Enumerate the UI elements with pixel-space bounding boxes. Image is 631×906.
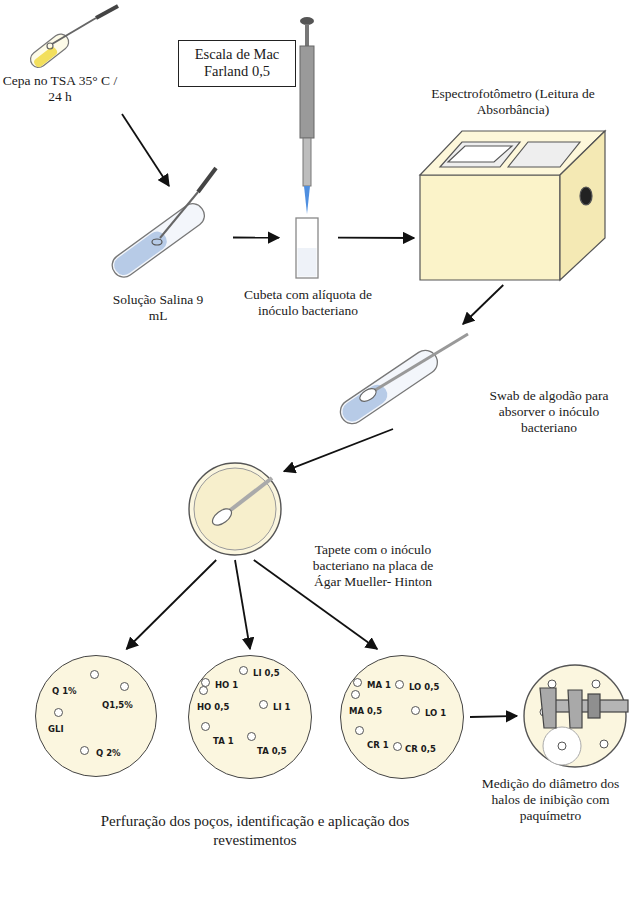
flow-arrow (470, 716, 517, 717)
petri-dish (189, 463, 281, 555)
test-plate: Q 1% Q1,5% GLI Q 2% (35, 655, 157, 777)
caliper (540, 688, 628, 728)
step-caption: Swab de algodão para absorver o inóculo … (475, 388, 623, 437)
flow-arrow (127, 560, 217, 649)
step-illustration: Cubeta com alíquota de inóculo bacterian… (285, 15, 330, 280)
flow-arrow (254, 560, 377, 649)
flow-arrow (233, 237, 279, 239)
well (90, 670, 99, 679)
step-illustration: Espectrofotômetro (Leitura de Absorbânci… (420, 130, 605, 280)
well (239, 666, 248, 675)
well-label: Q1,5% (102, 700, 133, 710)
well (199, 686, 208, 695)
test-plate: HO 1 LI 0,5 HO 0,5 LI 1 TA 1 TA 0,5 (188, 655, 312, 779)
well-label: CR 1 (367, 740, 389, 750)
well-label: LI 0,5 (253, 668, 280, 678)
well-label: TA 1 (213, 736, 234, 746)
saline-tube (108, 199, 209, 281)
step-caption: Tapete com o inóculo bacteriano na placa… (298, 542, 448, 591)
step-caption: Medição do diâmetro dos halos de inibiçã… (473, 776, 628, 825)
well-label: MA 0,5 (349, 706, 382, 716)
well-label: HO 1 (215, 680, 238, 690)
well (411, 706, 420, 715)
test-plate: MA 1 LO 0,5 MA 0,5 LO 1 CR 1 CR 0,5 (340, 655, 464, 779)
well-label: LI 1 (273, 702, 290, 712)
step-illustration: Solução Salina 9 mL (100, 190, 215, 285)
petri-dish: Tapete com o inóculo bacteriano na placa… (188, 462, 282, 556)
step-illustration: Cepa no TSA 35° C / 24 h (20, 5, 120, 70)
well (80, 746, 89, 755)
measured-plate (524, 665, 626, 767)
step-caption: Cubeta com alíquota de inóculo bacterian… (242, 287, 374, 319)
box-title: Escala de Mac Farland 0,5 (187, 46, 287, 81)
well (120, 682, 129, 691)
well (351, 690, 360, 699)
flow-arrow (235, 560, 250, 649)
well (259, 700, 268, 709)
well (201, 722, 210, 731)
well-label: Q 2% (96, 748, 121, 758)
flow-arrow (338, 237, 414, 239)
cuvette (296, 218, 318, 278)
step-caption: Cepa no TSA 35° C / 24 h (0, 73, 120, 105)
well-label: HO 0,5 (197, 702, 229, 712)
measured-plate: Medição do diâmetro dos halos de inibiçã… (523, 664, 627, 768)
flow-arrow (463, 285, 503, 324)
well (353, 678, 362, 687)
well (355, 726, 364, 735)
step-caption: Perfuração dos poços, identificação e ap… (100, 812, 410, 850)
well-label: MA 1 (367, 680, 391, 690)
well-label: TA 0,5 (257, 746, 287, 756)
well (54, 708, 63, 717)
well-label: LO 1 (425, 708, 446, 718)
well-label: Q 1% (52, 686, 77, 696)
well (395, 680, 404, 689)
flow-arrow (122, 114, 169, 186)
well-label: GLI (48, 724, 64, 734)
step-illustration: Swab de algodão para absorver o inóculo … (330, 330, 470, 425)
step-caption: Espectrofotômetro (Leitura de Absorbânci… (428, 86, 598, 118)
well (247, 732, 256, 741)
scale-box: Escala de Mac Farland 0,5 (178, 40, 296, 87)
flow-arrow (284, 429, 393, 471)
step-caption: Solução Salina 9 mL (102, 292, 214, 324)
pipette (300, 17, 314, 214)
well-label: LO 0,5 (409, 682, 439, 692)
well-label: CR 0,5 (405, 744, 436, 754)
well (393, 742, 402, 751)
spectrophotometer (420, 131, 605, 280)
